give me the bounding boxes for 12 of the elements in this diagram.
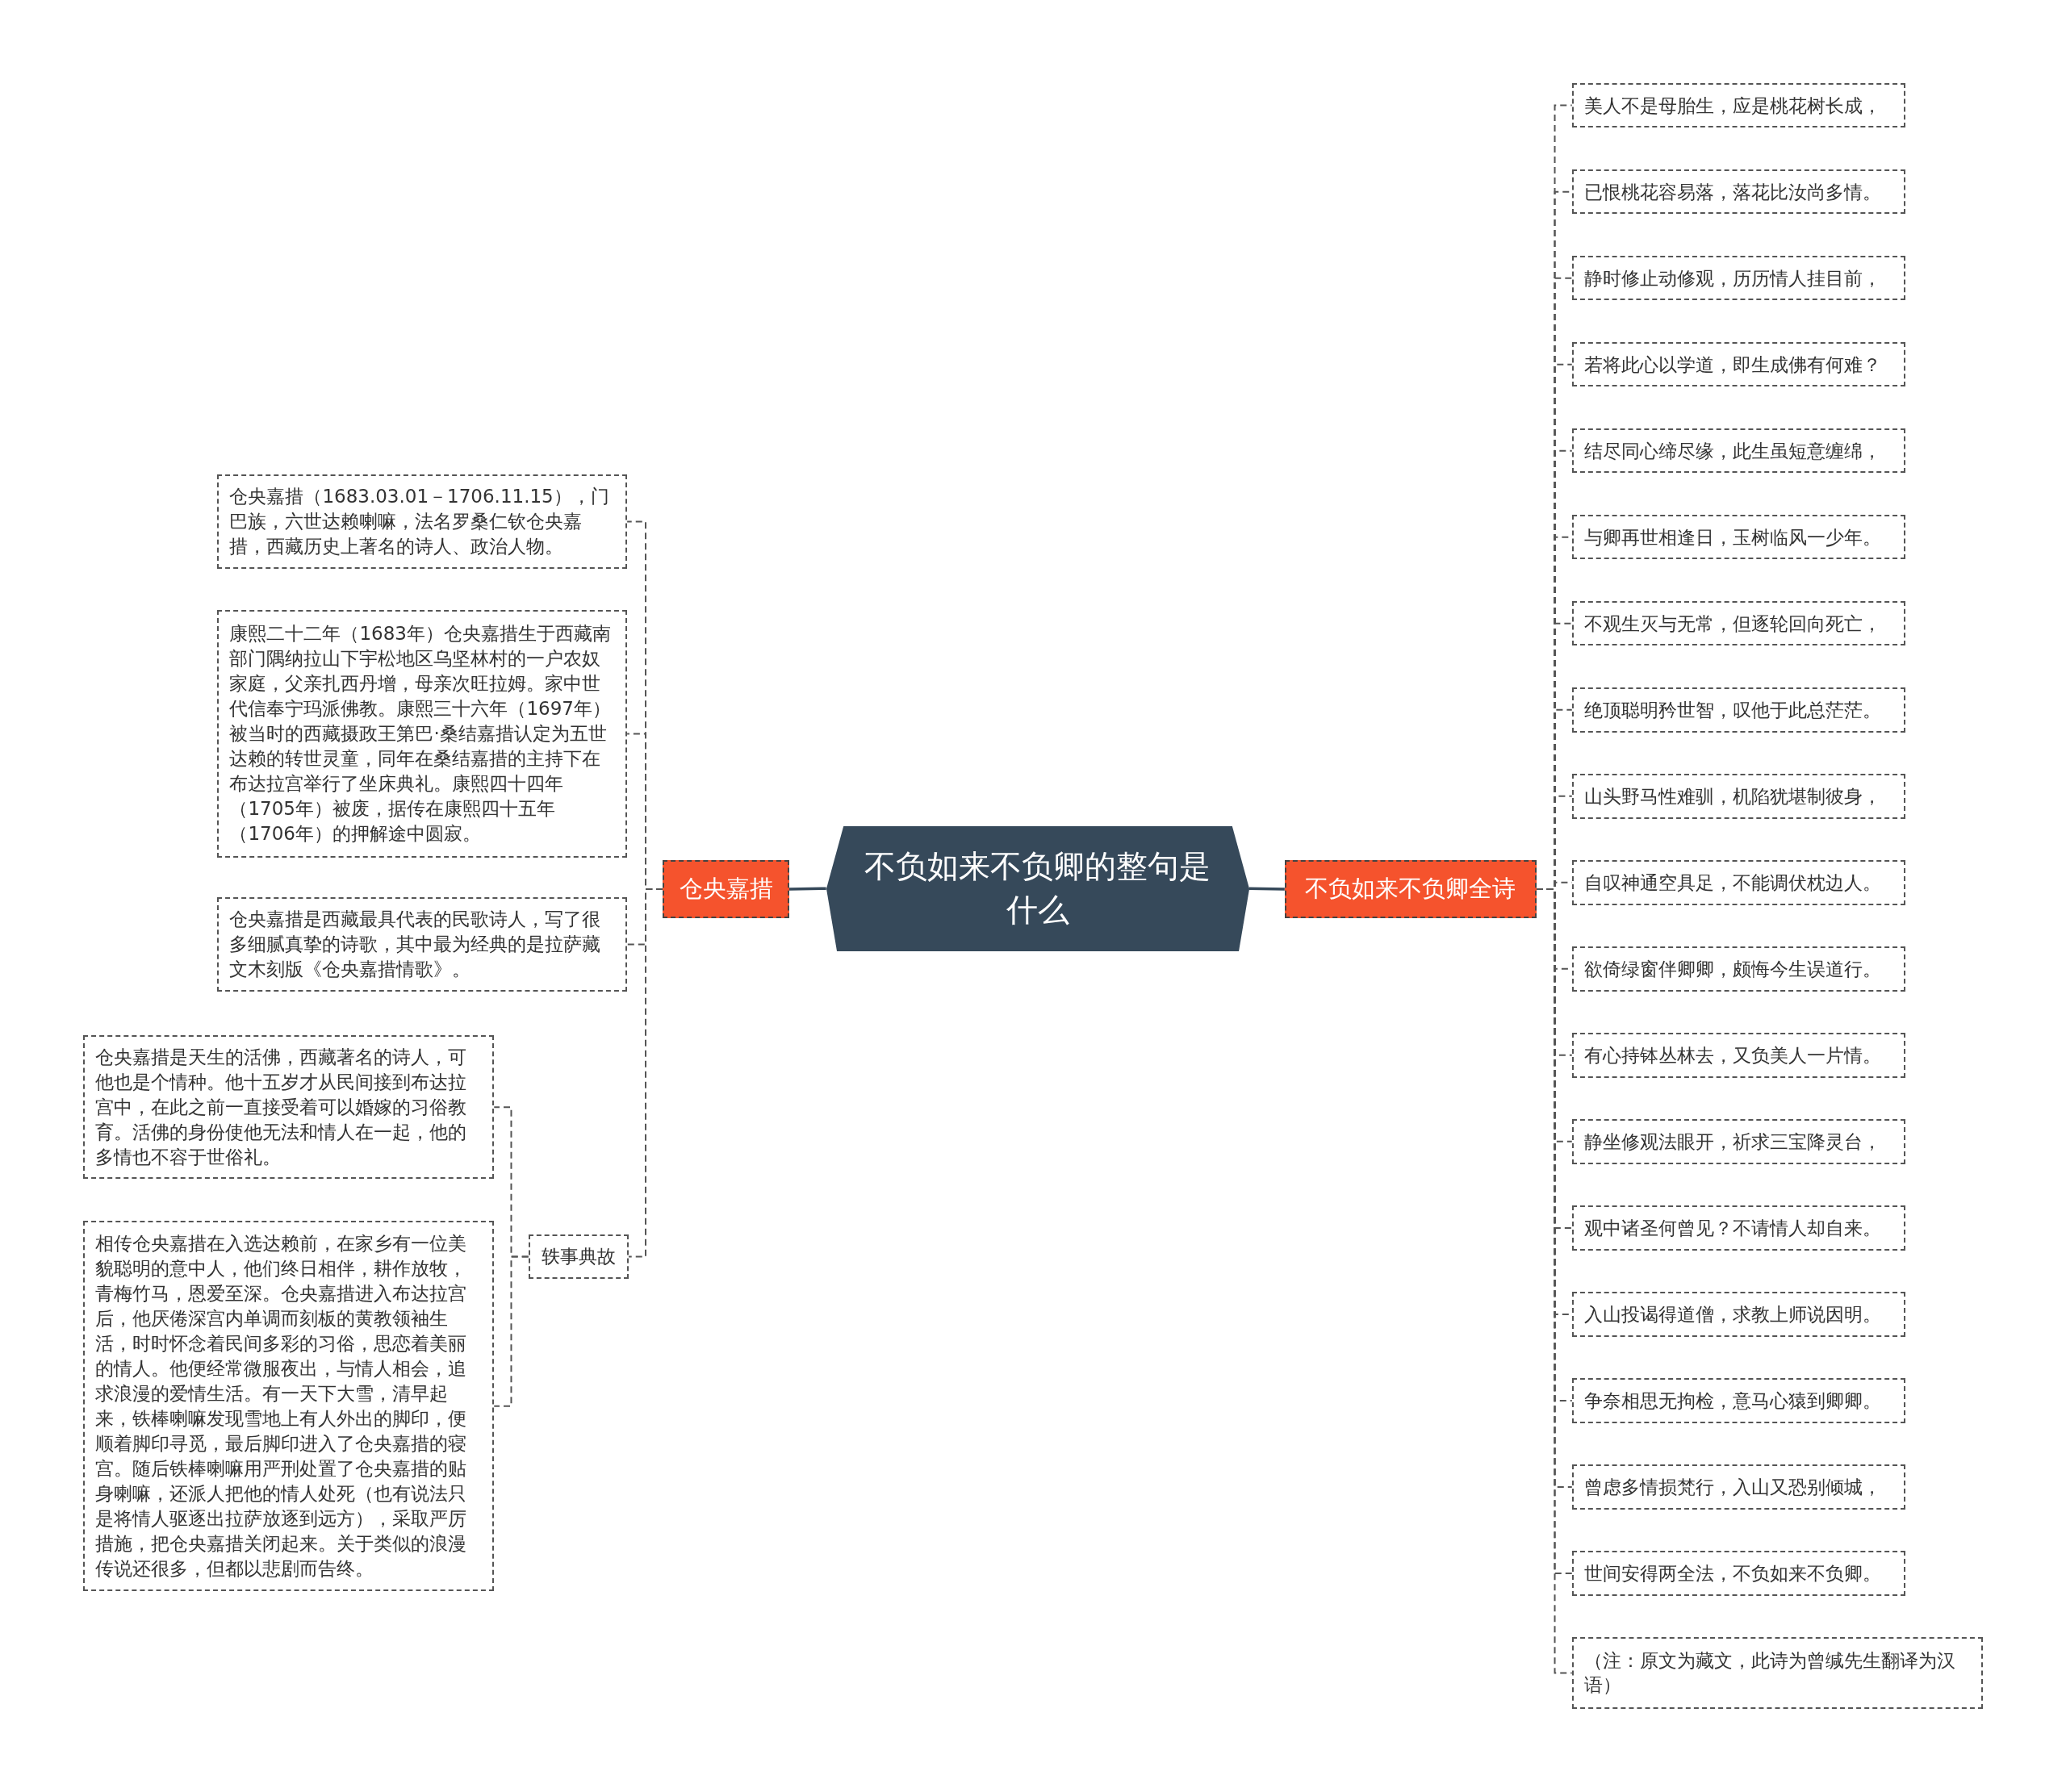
- note-box: 康熙二十二年（1683年）仓央嘉措生于西藏南部门隅纳拉山下宇松地区乌坚林村的一户农奴家庭，父亲扎西丹增，母亲次旺拉姆。家中世代信奉宁玛派佛教。康熙三十六年（1697年）被当时的西藏摄政王第巴·桑结嘉措认定为五世达赖的转世灵童，同年在桑结嘉措的主持下在布达拉宫举行了坐床典礼。康熙四十四年（1705年）被废，据传在康熙四十五年（1706年）的押解途中圆寂。: [217, 609, 628, 858]
- connector-line: [1248, 887, 1285, 891]
- central-topic-hexagon: 不负如来不负卿的整句是什么: [826, 825, 1249, 951]
- branch-topic-box: 仓央嘉措: [663, 860, 789, 918]
- note-box: 仓央嘉措是西藏最具代表的民歌诗人，写了很多细腻真挚的诗歌，其中最为经典的是拉萨藏文木刻版《仓央嘉措情歌》。: [217, 896, 628, 992]
- branch-topic-box: 不负如来不负卿全诗: [1284, 860, 1537, 918]
- subtopic-box: 轶事典故: [528, 1234, 629, 1280]
- connector-line: [493, 1255, 529, 1407]
- note-box: 仓央嘉措是天生的活佛，西藏著名的诗人，可他也是个情种。他十五岁才从民间接到布达拉宫中，在此之前一直接受着可以婚嫁的习俗教育。活佛的身份使他无法和情人在一起，他的多情也不容于世俗礼。: [82, 1035, 495, 1180]
- note-box: 相传仓央嘉措在入选达赖前，在家乡有一位美貌聪明的意中人，他们终日相伴，耕作放牧，青梅竹马，恩爱至深。仓央嘉措进入布达拉宫后，他厌倦深宫内单调而刻板的黄教领袖生活，时时怀念着民间多彩的习俗，思恋着美丽的情人。他便经常微服夜出，与情人相会，追求浪漫的爱情生活。有一天下大雪，清早起来，铁棒喇嘛发现雪地上有人外出的脚印，便顺着脚印寻觅，最后脚印进入了仓央嘉措的寝宫。随后铁棒喇嘛用严刑处置了仓央嘉措的贴身喇嘛，还派人把他的情人处死（也有说法只是将情人驱逐出拉萨放逐到远方），采取严厉措施，把仓央嘉措关闭起来。关于类似的浪漫传说还很多，但都以悲剧而告终。: [82, 1221, 495, 1592]
- connector-line: [788, 887, 826, 891]
- note-box: 仓央嘉措（1683.03.01－1706.11.15），门巴族，六世达赖喇嘛，法名罗桑仁钦仓央嘉措，西藏历史上著名的诗人、政治人物。: [217, 474, 628, 570]
